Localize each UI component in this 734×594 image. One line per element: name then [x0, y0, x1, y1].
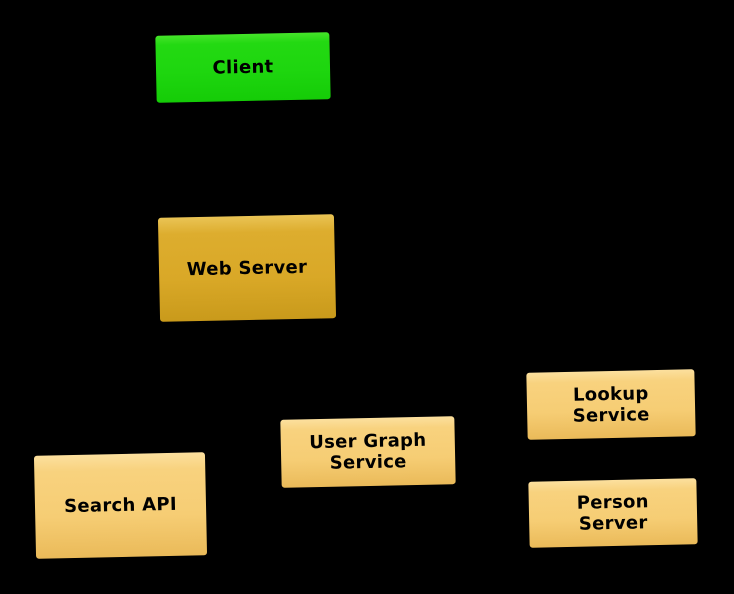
- node-user-graph-service-label-line1: User Graph: [308, 429, 427, 454]
- node-search-api-label-line: Search API: [63, 493, 178, 518]
- node-web-server-label-line: Web Server: [186, 256, 308, 280]
- node-person-server: Person Server: [528, 478, 698, 548]
- node-web-server-label: Web Server: [187, 256, 308, 280]
- node-client-label: Client: [212, 56, 273, 78]
- node-user-graph-service-label-line2: Service: [329, 451, 407, 474]
- node-client-label-line: Client: [212, 56, 274, 79]
- node-lookup-service: Lookup Service: [526, 369, 696, 440]
- node-person-server-label-line1: Person: [576, 491, 649, 514]
- node-person-server-label: Person Server: [577, 491, 650, 534]
- node-search-api-label: Search API: [64, 494, 177, 517]
- node-search-api: Search API: [33, 452, 208, 559]
- node-client: Client: [155, 32, 331, 103]
- node-lookup-service-label-line1: Lookup: [572, 382, 649, 406]
- node-lookup-service-label-line2: Service: [572, 403, 650, 427]
- node-web-server: Web Server: [157, 214, 337, 322]
- node-person-server-label-line2: Server: [578, 512, 648, 535]
- node-user-graph-service-label: User Graph Service: [309, 430, 427, 474]
- node-user-graph-service: User Graph Service: [280, 416, 456, 488]
- node-lookup-service-label: Lookup Service: [572, 383, 650, 427]
